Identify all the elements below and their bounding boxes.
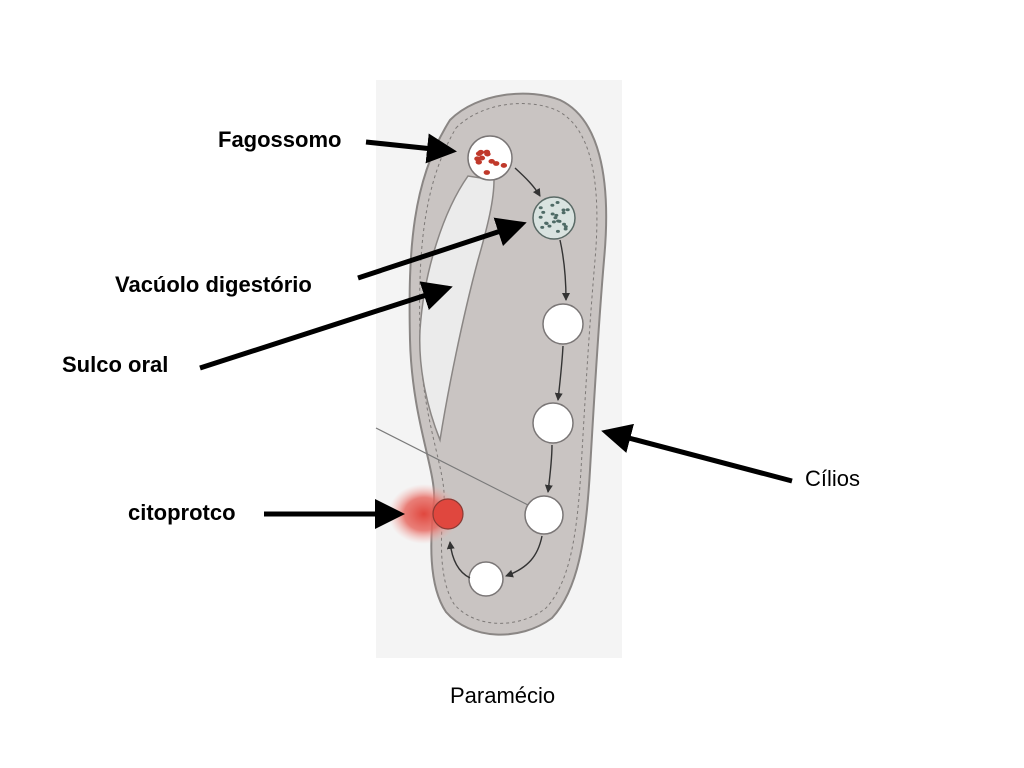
particle [475, 159, 482, 165]
arrow-vacuolo [357, 217, 527, 281]
arrow-cilios [601, 423, 793, 484]
label-citoprotco: citoprotco [128, 500, 236, 525]
particle [483, 149, 491, 155]
particle [475, 151, 483, 157]
arrow-sulco-oral [199, 281, 453, 371]
particle [554, 213, 559, 217]
cytoproct [388, 484, 464, 544]
pointer-needle [375, 427, 529, 506]
label-arrows [199, 133, 793, 529]
particle [550, 203, 555, 207]
particle [553, 216, 558, 220]
particle [563, 227, 568, 231]
particle [488, 158, 495, 164]
label-sulco-oral: Sulco oral [62, 352, 169, 377]
label-cilios: Cílios [805, 466, 861, 491]
particle [538, 215, 543, 219]
particle [565, 208, 570, 212]
particle [561, 211, 566, 215]
particle [555, 201, 560, 205]
particle [551, 220, 556, 224]
particle [544, 222, 549, 226]
label-vacuolo-digestorio: Vacúolo digestório [115, 272, 312, 297]
label-fagossomo: Fagossomo [218, 127, 342, 152]
phagosome [467, 135, 513, 181]
particle [563, 225, 568, 229]
particle [541, 210, 546, 214]
particle [500, 163, 508, 168]
arrow-fagossomo [365, 133, 457, 164]
vacuole-empty-2 [532, 402, 574, 444]
particle [562, 222, 567, 226]
particle [483, 170, 491, 175]
vacuole-empty-3 [524, 495, 564, 535]
particle [550, 212, 555, 216]
particle [478, 155, 486, 161]
vacuole-path-arrows [446, 167, 570, 579]
diagram-caption: Paramécio [450, 683, 556, 708]
particle [538, 206, 543, 210]
particle [561, 208, 566, 212]
particle [540, 225, 545, 229]
particle [547, 224, 552, 228]
vacuole-empty-1 [542, 303, 584, 345]
particle [555, 229, 560, 233]
vacuole-empty-4 [468, 561, 504, 597]
particle [556, 219, 561, 223]
digestive-vacuole [532, 196, 576, 240]
